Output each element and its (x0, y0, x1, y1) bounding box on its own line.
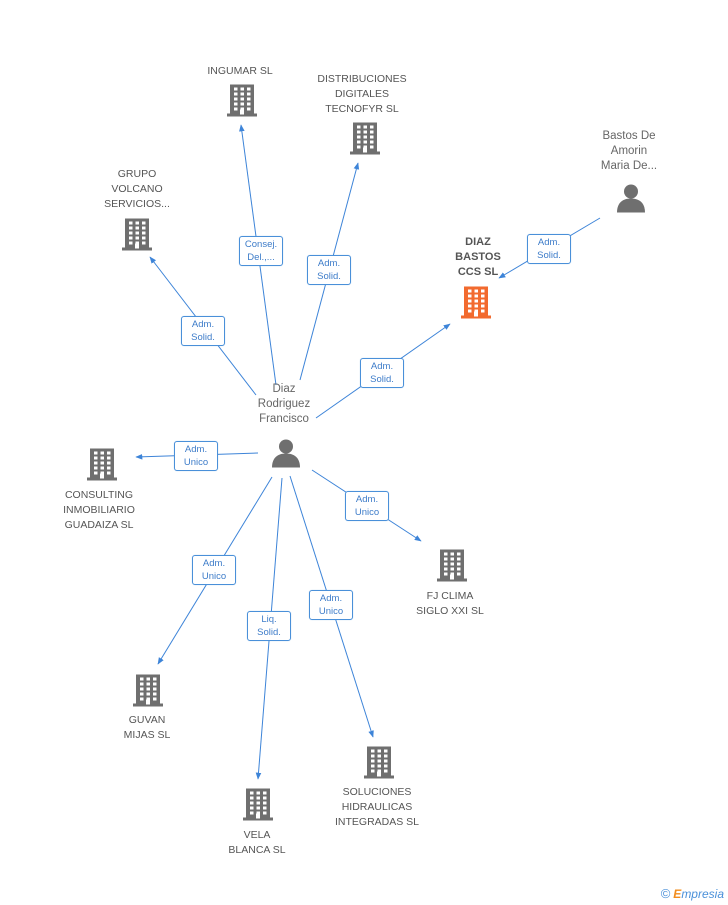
building-icon[interactable] (349, 121, 381, 160)
relation-badge-fj_clima[interactable]: Adm. Unico (345, 491, 389, 521)
brand-footer[interactable]: © Empresia (661, 886, 724, 901)
node-label-consulting[interactable]: CONSULTING INMOBILIARIO GUADAIZA SL (63, 489, 135, 531)
building-icon[interactable] (132, 673, 164, 712)
relation-badge-consulting[interactable]: Adm. Unico (174, 441, 218, 471)
node-label-grupo-volcano[interactable]: GRUPO VOLCANO SERVICIOS... (104, 168, 170, 210)
building-icon[interactable] (363, 745, 395, 784)
relation-text: Adm. (355, 494, 379, 505)
relation-text: Solid. (191, 332, 215, 343)
building-icon[interactable] (226, 83, 258, 122)
relation-text: Solid. (537, 250, 561, 261)
person-icon[interactable] (615, 183, 647, 218)
brand-logo: Empresia (673, 886, 724, 901)
relation-text: Unico (201, 571, 227, 582)
relation-text: Solid. (317, 271, 341, 282)
relation-text: Adm. (319, 593, 343, 604)
relation-text: Adm. (191, 319, 215, 330)
relation-badge-guvan[interactable]: Adm. Unico (192, 555, 236, 585)
relation-text: Unico (318, 606, 344, 617)
relation-text: Consej. (244, 239, 278, 250)
node-label-diaz-rodriguez[interactable]: Diaz Rodriguez Francisco (257, 383, 311, 425)
relation-text: Liq. (261, 614, 277, 625)
relation-badge-ingumar[interactable]: Consej. Del.,... (239, 236, 283, 266)
person-icon[interactable] (270, 438, 302, 473)
relation-text: Adm. (537, 237, 561, 248)
node-label-distribuciones[interactable]: DISTRIBUCIONES DIGITALES TECNOFYR SL (317, 73, 407, 115)
relation-badge-vela_blanca[interactable]: Liq. Solid. (247, 611, 291, 641)
relation-badge-soluciones[interactable]: Adm. Unico (309, 590, 353, 620)
relation-text: Unico (183, 457, 209, 468)
relation-text: Unico (354, 507, 380, 518)
relation-text: Solid. (370, 374, 394, 385)
node-label-diaz-bastos[interactable]: DIAZ BASTOS CCS SL (455, 236, 501, 278)
node-label-guvan[interactable]: GUVAN MIJAS SL (123, 714, 171, 741)
relation-text: Adm. (317, 258, 341, 269)
node-label-bastos-amorin[interactable]: Bastos De Amorin Maria De... (600, 130, 658, 172)
node-label-fj-clima[interactable]: FJ CLIMA SIGLO XXI SL (416, 590, 484, 617)
relation-text: Del.,... (247, 252, 275, 263)
building-icon[interactable] (242, 787, 274, 826)
relation-badge-diaz_bastos[interactable]: Adm. Solid. (360, 358, 404, 388)
building-icon[interactable] (121, 217, 153, 256)
relation-text: Adm. (184, 444, 208, 455)
node-label-ingumar[interactable]: INGUMAR SL (207, 65, 273, 77)
node-label-vela-blanca[interactable]: VELA BLANCA SL (228, 829, 286, 856)
copyright-icon: © (660, 886, 671, 901)
relation-text: Adm. (202, 558, 226, 569)
building-icon[interactable] (436, 548, 468, 587)
building-icon[interactable] (86, 447, 118, 486)
relation-badge-grupo_volcano[interactable]: Adm. Solid. (181, 316, 225, 346)
relation-badge-distribuciones[interactable]: Adm. Solid. (307, 255, 351, 285)
relation-badge-diaz_bastos[interactable]: Adm. Solid. (527, 234, 571, 264)
relation-text: Adm. (370, 361, 394, 372)
company-main-building-icon[interactable] (460, 285, 492, 324)
node-label-soluciones[interactable]: SOLUCIONES HIDRAULICAS INTEGRADAS SL (334, 786, 420, 828)
relation-text: Solid. (257, 627, 281, 638)
